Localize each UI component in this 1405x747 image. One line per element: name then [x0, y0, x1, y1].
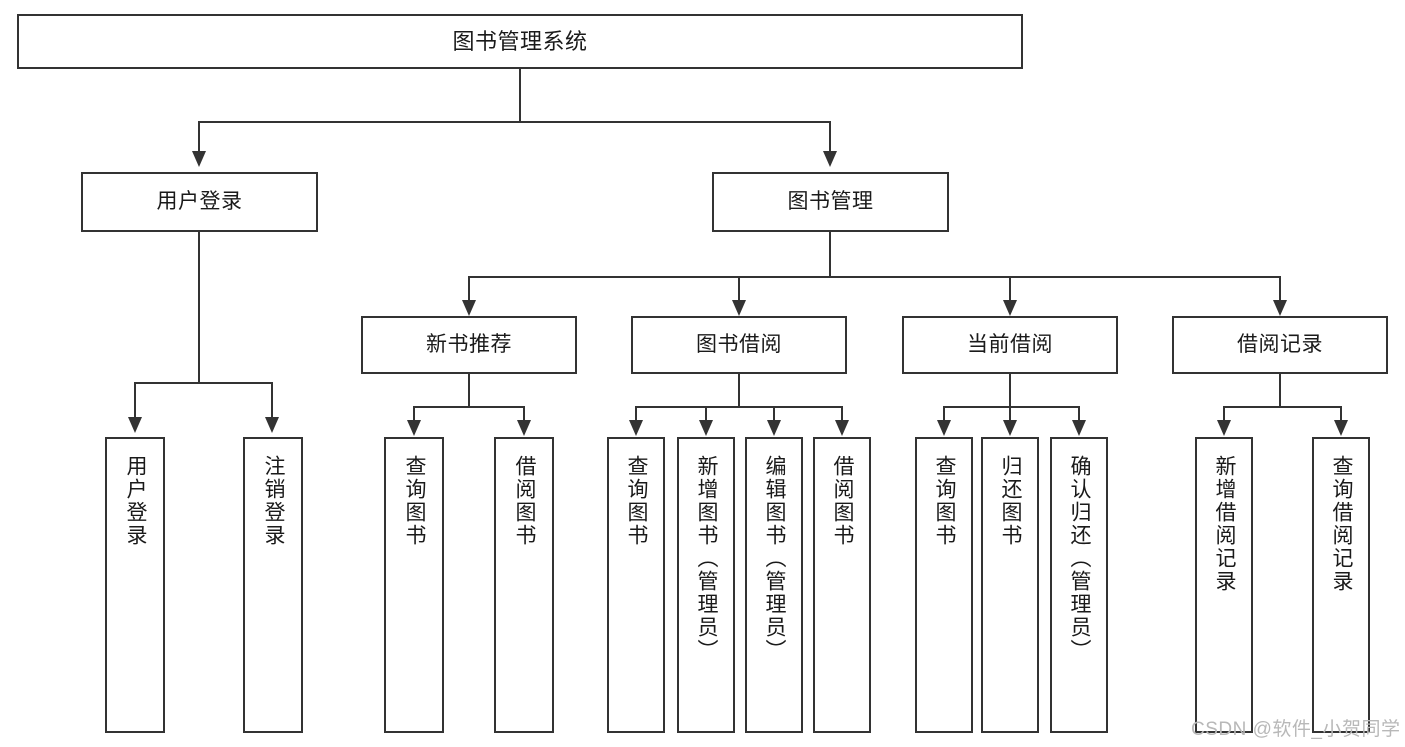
connector-book-borrow-bus — [635, 406, 843, 408]
connector-current-borrow-bus — [943, 406, 1079, 408]
leaf-return-book[interactable]: 归还图书 — [981, 437, 1039, 733]
node-root-book-management-system[interactable]: 图书管理系统 — [17, 14, 1023, 69]
connector-book-borrow-leaf-3 — [773, 406, 775, 422]
arrow-head-icon — [128, 417, 142, 433]
connector-root-to-book-management — [829, 121, 831, 153]
node-label: 新增借阅记录 — [1213, 455, 1237, 593]
node-label: 查询图书 — [625, 455, 649, 547]
node-label: 用户登录 — [124, 455, 148, 547]
arrow-head-icon — [1072, 420, 1086, 436]
connector-current-borrow-stem — [1009, 374, 1011, 407]
node-label: 当前借阅 — [967, 332, 1053, 356]
arrow-head-icon — [835, 420, 849, 436]
connector-current-borrow-leaf-2 — [1009, 406, 1011, 422]
connector-root-to-user-login — [198, 121, 200, 153]
connector-user-login-bus — [134, 382, 272, 384]
connector-new-book-leaf-2 — [523, 406, 525, 422]
leaf-add-book-admin[interactable]: 新增图书（管理员） — [677, 437, 735, 733]
arrow-head-icon — [937, 420, 951, 436]
arrow-head-icon — [1003, 300, 1017, 316]
node-book-borrow[interactable]: 图书借阅 — [631, 316, 847, 374]
connector-book-borrow-leaf-4 — [841, 406, 843, 422]
connector-user-login-leaf-2 — [271, 382, 273, 419]
connector-book-management-bus — [468, 276, 1280, 278]
connector-new-book-bus — [413, 406, 525, 408]
leaf-logout[interactable]: 注销登录 — [243, 437, 303, 733]
connector-user-login-leaf-1 — [134, 382, 136, 419]
arrow-head-icon — [192, 151, 206, 167]
arrow-head-icon — [1003, 420, 1017, 436]
node-label: 用户登录 — [156, 189, 243, 213]
arrow-head-icon — [699, 420, 713, 436]
arrow-head-icon — [732, 300, 746, 316]
node-label: 查询图书 — [933, 455, 957, 547]
node-label: 确认归还（管理员） — [1068, 455, 1092, 662]
node-new-book-recommend[interactable]: 新书推荐 — [361, 316, 577, 374]
node-borrow-record[interactable]: 借阅记录 — [1172, 316, 1388, 374]
arrow-head-icon — [462, 300, 476, 316]
connector-current-borrow-leaf-1 — [943, 406, 945, 422]
connector-book-borrow-leaf-1 — [635, 406, 637, 422]
node-label: 借阅图书 — [831, 455, 855, 547]
arrow-head-icon — [407, 420, 421, 436]
node-label: 新书推荐 — [426, 332, 512, 356]
arrow-head-icon — [517, 420, 531, 436]
connector-borrow-record-leaf-1 — [1223, 406, 1225, 422]
node-label: 借阅图书 — [513, 455, 537, 547]
connector-bm-to-book-borrow — [738, 276, 740, 304]
connector-root-stem — [519, 69, 521, 122]
leaf-query-book-borrow[interactable]: 查询图书 — [607, 437, 665, 733]
arrow-head-icon — [1334, 420, 1348, 436]
connector-user-login-stem — [198, 232, 200, 383]
arrow-head-icon — [265, 417, 279, 433]
connector-new-book-stem — [468, 374, 470, 407]
leaf-borrow-book-recommend[interactable]: 借阅图书 — [494, 437, 554, 733]
node-label: 图书管理 — [787, 189, 874, 213]
node-book-management[interactable]: 图书管理 — [712, 172, 949, 232]
node-label: 查询图书 — [403, 455, 427, 547]
connector-bm-to-current-borrow — [1009, 276, 1011, 304]
leaf-query-borrow-record[interactable]: 查询借阅记录 — [1312, 437, 1370, 733]
leaf-user-login[interactable]: 用户登录 — [105, 437, 165, 733]
node-label: 新增图书（管理员） — [695, 455, 719, 662]
connector-borrow-record-stem — [1279, 374, 1281, 407]
arrow-head-icon — [1273, 300, 1287, 316]
node-label: 查询借阅记录 — [1330, 455, 1354, 593]
leaf-edit-book-admin[interactable]: 编辑图书（管理员） — [745, 437, 803, 733]
node-label: 借阅记录 — [1237, 332, 1323, 356]
node-label: 编辑图书（管理员） — [763, 455, 787, 662]
connector-current-borrow-leaf-3 — [1078, 406, 1080, 422]
node-label: 图书管理系统 — [452, 28, 588, 54]
leaf-confirm-return-admin[interactable]: 确认归还（管理员） — [1050, 437, 1108, 733]
connector-borrow-record-bus — [1223, 406, 1341, 408]
connector-book-borrow-leaf-2 — [705, 406, 707, 422]
leaf-add-borrow-record[interactable]: 新增借阅记录 — [1195, 437, 1253, 733]
connector-bm-to-new-book — [468, 276, 470, 304]
leaf-query-book-current[interactable]: 查询图书 — [915, 437, 973, 733]
connector-new-book-leaf-1 — [413, 406, 415, 422]
node-current-borrow[interactable]: 当前借阅 — [902, 316, 1118, 374]
leaf-query-book-recommend[interactable]: 查询图书 — [384, 437, 444, 733]
connector-book-borrow-stem — [738, 374, 740, 407]
arrow-head-icon — [823, 151, 837, 167]
connector-bm-to-borrow-record — [1279, 276, 1281, 304]
node-label: 归还图书 — [999, 455, 1023, 547]
arrow-head-icon — [1217, 420, 1231, 436]
leaf-borrow-book[interactable]: 借阅图书 — [813, 437, 871, 733]
connector-book-management-stem — [829, 232, 831, 277]
connector-borrow-record-leaf-2 — [1340, 406, 1342, 422]
arrow-head-icon — [629, 420, 643, 436]
node-user-login[interactable]: 用户登录 — [81, 172, 318, 232]
arrow-head-icon — [767, 420, 781, 436]
node-label: 图书借阅 — [696, 332, 782, 356]
node-label: 注销登录 — [262, 455, 286, 547]
connector-root-bus — [198, 121, 831, 123]
